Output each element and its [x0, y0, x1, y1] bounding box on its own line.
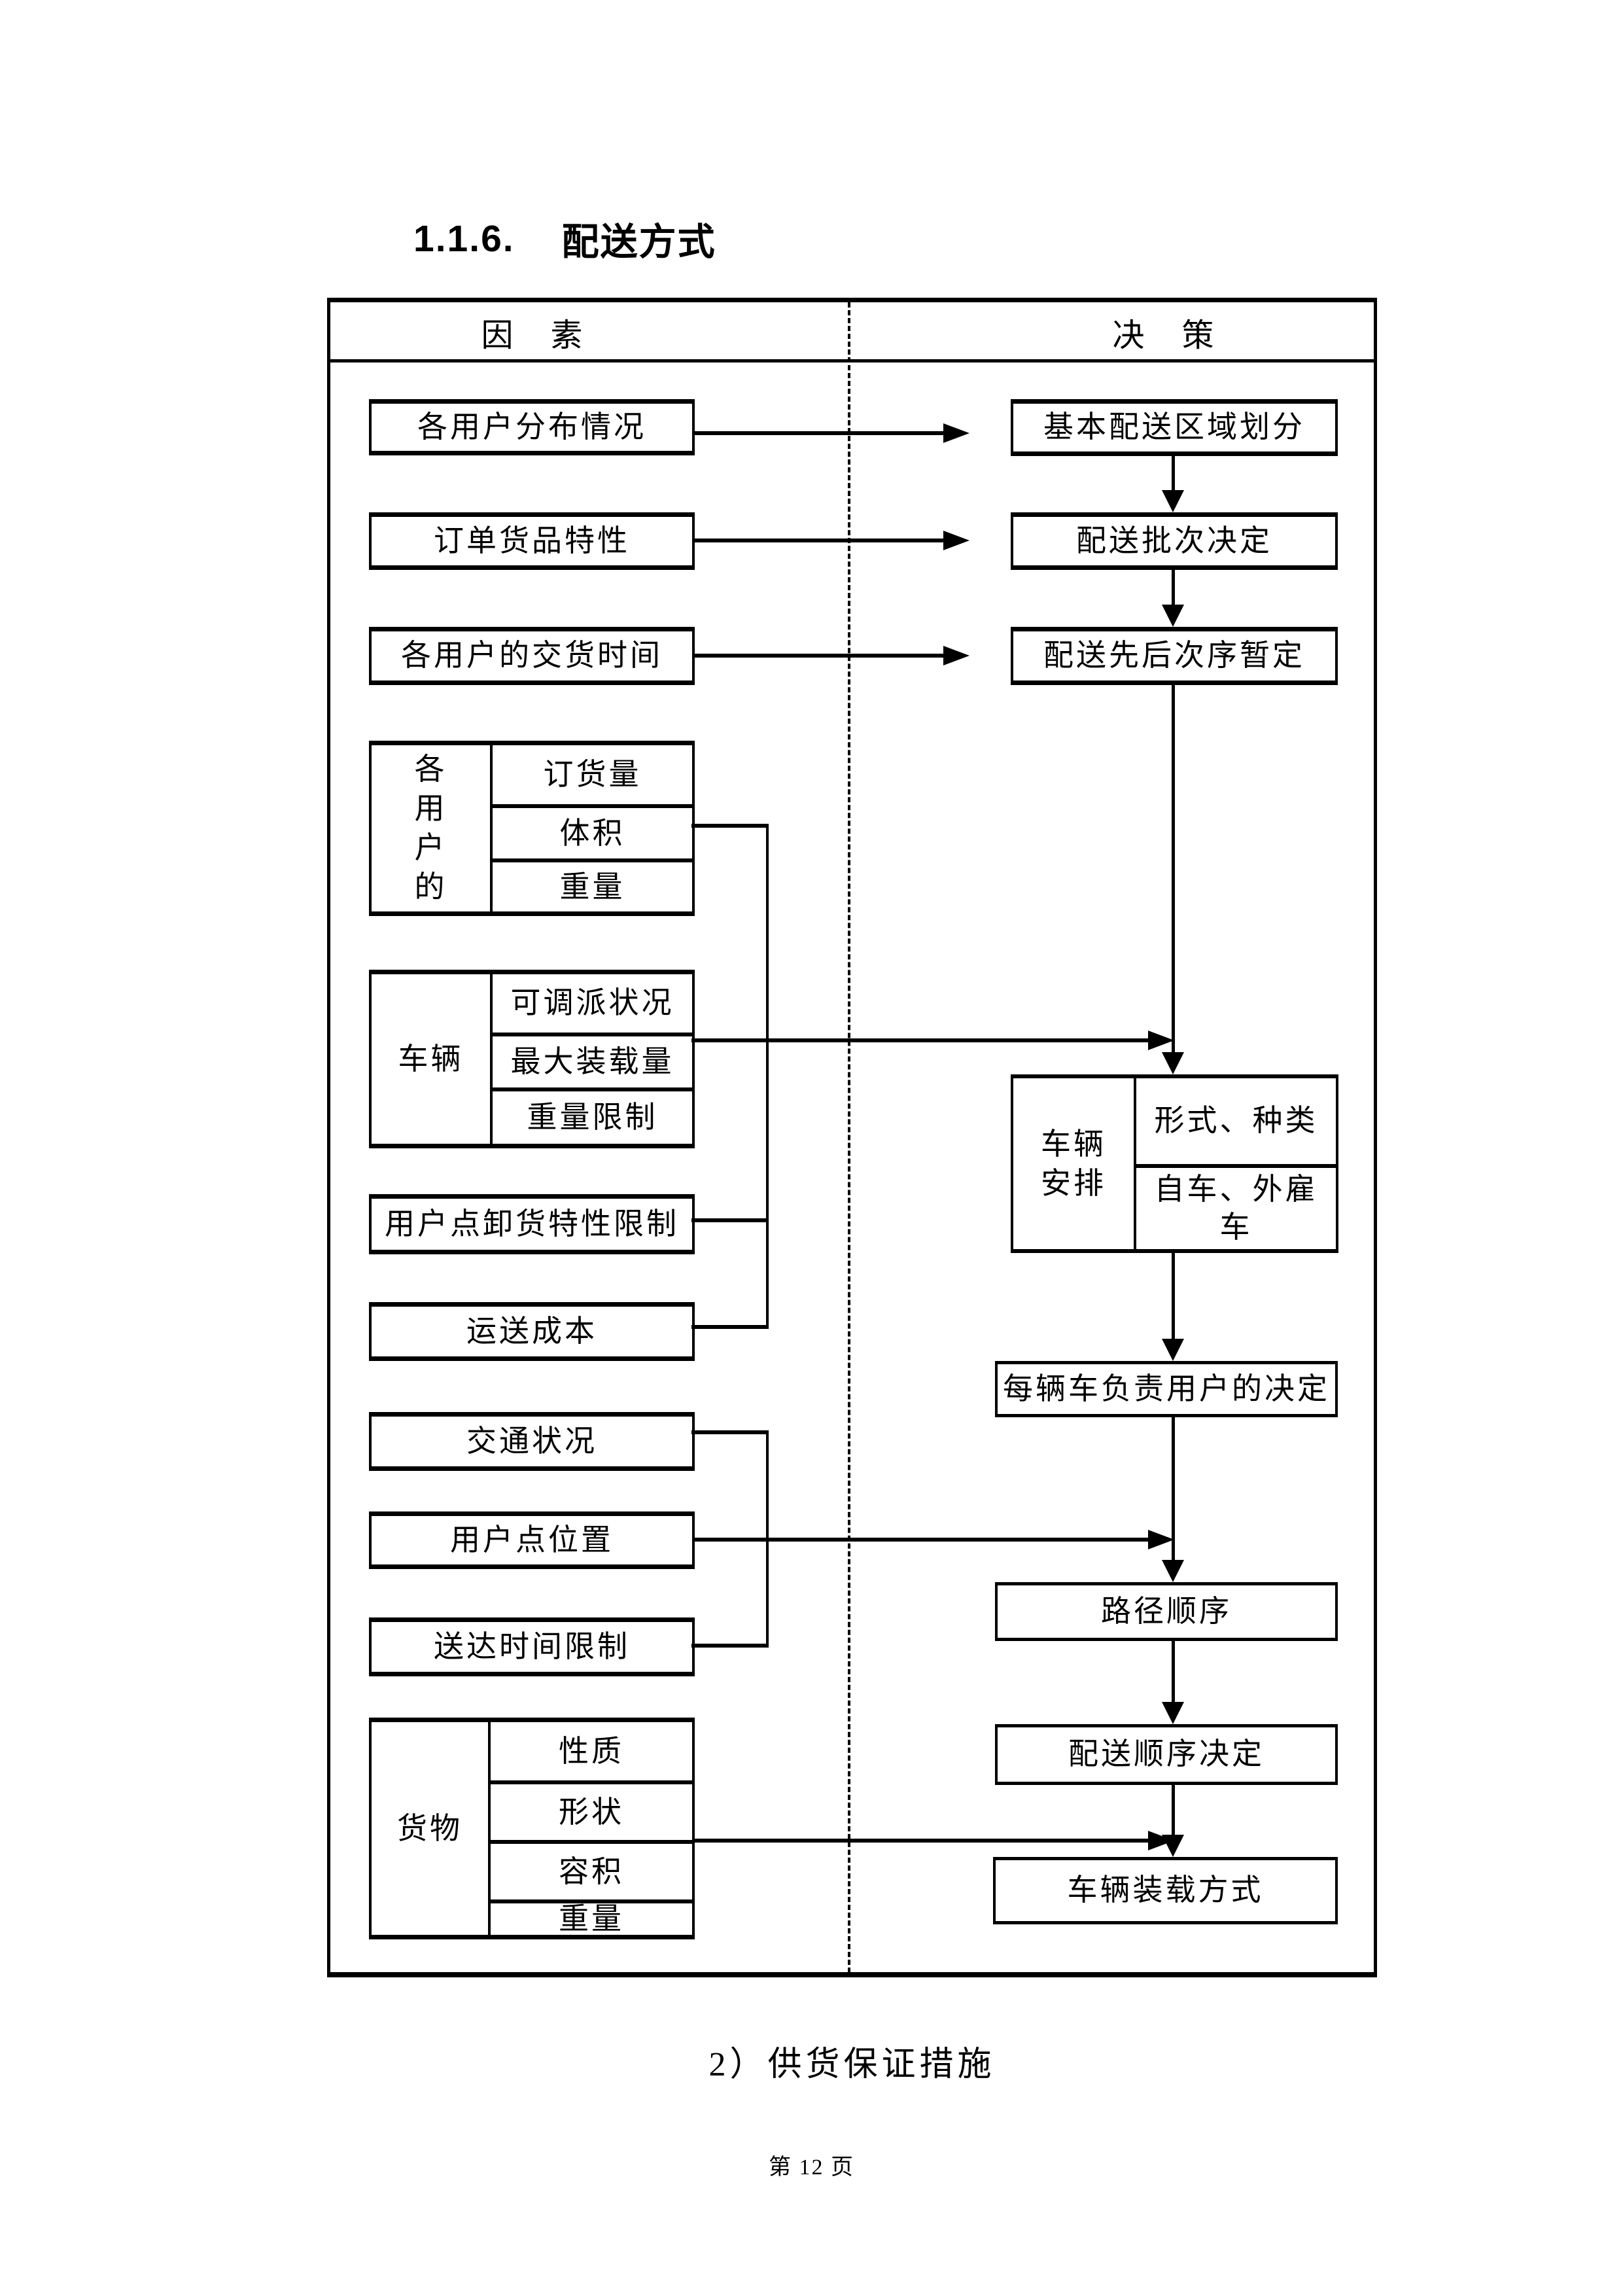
section-heading: 1.1.6. 配送方式	[413, 216, 716, 263]
arrow-shaft-vehicles	[691, 1038, 1149, 1042]
factor-box-traffic-conditions: 交通状况	[369, 1412, 695, 1471]
decision-box-zone-division: 基本配送区域划分	[1011, 399, 1338, 456]
connector-stub-unloading-limits	[691, 1218, 769, 1222]
factor-cell-dispatch-status: 可调派状况	[510, 986, 674, 1020]
arrowhead-right-icon	[943, 646, 969, 665]
factor-box-customer-locations: 用户点位置	[369, 1511, 695, 1569]
connector-stub-volume	[691, 824, 769, 828]
flow-line-4	[1172, 1252, 1175, 1342]
factor-cell-goods-weight: 重量	[491, 1899, 692, 1935]
connector-stub-arrival-time	[691, 1644, 769, 1648]
arrowhead-down-icon	[1162, 1835, 1184, 1857]
factor-group-vehicles-cells: 可调派状况 最大装载量 重量限制	[493, 974, 692, 1144]
factor-cell-weight: 重量	[493, 858, 692, 911]
decision-box-per-vehicle-users: 每辆车负责用户的决定	[995, 1361, 1338, 1417]
collector-line-2	[766, 1430, 769, 1648]
factor-box-transport-cost: 运送成本	[369, 1302, 695, 1361]
page-number: 第 12 页	[769, 2155, 854, 2180]
factor-group-vehicles-label-cell: 车辆	[372, 974, 493, 1144]
connector-stub-traffic	[691, 1430, 769, 1434]
header-divider-line	[330, 359, 1374, 362]
factor-box-arrival-time-limits: 送达时间限制	[369, 1617, 695, 1676]
factor-group-per-user-label: 各用户的	[414, 752, 447, 904]
decision-group-vehicle-assignment-label-cell: 车辆安排	[1013, 1078, 1136, 1249]
arrowhead-down-icon	[1162, 1339, 1184, 1361]
factor-box-order-goods-traits: 订单货品特性	[369, 512, 695, 570]
factor-group-vehicles-label: 车辆	[398, 1042, 464, 1076]
decision-box-batch-decision: 配送批次决定	[1011, 512, 1338, 570]
section-number: 1.1.6.	[413, 218, 515, 260]
column-header-factors: 因 素	[481, 317, 585, 353]
factor-box-user-distribution: 各用户分布情况	[369, 399, 695, 455]
decision-box-delivery-order: 配送顺序决定	[995, 1724, 1338, 1785]
arrowhead-right-icon	[1148, 1530, 1174, 1549]
decision-box-loading-method: 车辆装载方式	[993, 1857, 1338, 1924]
decision-box-route-order: 路径顺序	[995, 1582, 1338, 1641]
factor-group-per-user: 各用户的 订货量 体积 重量	[369, 741, 695, 916]
flow-line-2	[1172, 569, 1175, 608]
factor-box-unloading-limits: 用户点卸货特性限制	[369, 1194, 695, 1254]
factor-box-delivery-times: 各用户的交货时间	[369, 627, 695, 685]
decision-cell-own-or-hired: 自车、外雇车	[1136, 1163, 1336, 1249]
arrowhead-down-icon	[1162, 1560, 1184, 1582]
arrowhead-down-icon	[1162, 1052, 1184, 1074]
arrow-shaft-user-distribution	[693, 431, 945, 435]
column-header-decisions: 决 策	[1112, 317, 1217, 353]
flow-line-3	[1172, 684, 1175, 1055]
factor-group-goods-label-cell: 货物	[372, 1722, 491, 1935]
diagram-frame	[327, 298, 1377, 1977]
arrow-shaft-order-goods	[693, 539, 945, 542]
factor-cell-volume: 体积	[493, 804, 692, 858]
decision-group-vehicle-assignment-cells: 形式、种类 自车、外雇车	[1136, 1078, 1336, 1249]
arrowhead-right-icon	[943, 423, 969, 443]
decision-group-vehicle-assignment-label: 车辆安排	[1041, 1127, 1106, 1200]
factor-cell-weight-limit: 重量限制	[493, 1087, 692, 1144]
arrowhead-right-icon	[1148, 1031, 1174, 1050]
factor-group-per-user-label-cell: 各用户的	[372, 745, 493, 911]
factor-cell-capacity: 容积	[491, 1840, 692, 1899]
flow-line-6	[1172, 1640, 1175, 1705]
arrow-shaft-customer-locations	[693, 1538, 1149, 1542]
connector-stub-transport-cost	[691, 1325, 769, 1329]
column-divider-dashed-line	[848, 302, 850, 1973]
arrowhead-right-icon	[943, 531, 969, 550]
decision-box-sequence-tentative: 配送先后次序暂定	[1011, 627, 1338, 685]
factor-group-goods-cells: 性质 形状 容积 重量	[491, 1722, 692, 1935]
factor-cell-nature: 性质	[559, 1734, 624, 1768]
factor-group-per-user-cells: 订货量 体积 重量	[493, 745, 692, 911]
arrowhead-down-icon	[1162, 605, 1184, 627]
section-title: 配送方式	[561, 221, 716, 263]
flow-line-1	[1172, 455, 1175, 493]
factor-group-vehicles: 车辆 可调派状况 最大装载量 重量限制	[369, 970, 695, 1148]
arrowhead-down-icon	[1162, 490, 1184, 512]
caption-supply-guarantee: 2）供货保证措施	[708, 2046, 996, 2083]
flow-line-7	[1172, 1784, 1175, 1837]
factor-group-goods: 货物 性质 形状 容积 重量	[369, 1718, 695, 1939]
decision-cell-form-type: 形式、种类	[1154, 1104, 1318, 1138]
flow-line-5	[1172, 1416, 1175, 1563]
collector-line-1	[766, 824, 769, 1329]
arrow-shaft-delivery-times	[693, 654, 945, 658]
arrow-shaft-goods	[693, 1839, 1149, 1843]
decision-group-vehicle-assignment: 车辆安排 形式、种类 自车、外雇车	[1011, 1074, 1338, 1253]
factor-cell-shape: 形状	[491, 1780, 692, 1840]
arrowhead-down-icon	[1162, 1702, 1184, 1724]
factor-cell-max-load: 最大装载量	[493, 1032, 692, 1088]
factor-group-goods-label: 货物	[397, 1811, 462, 1845]
factor-cell-order-quantity: 订货量	[543, 758, 642, 792]
